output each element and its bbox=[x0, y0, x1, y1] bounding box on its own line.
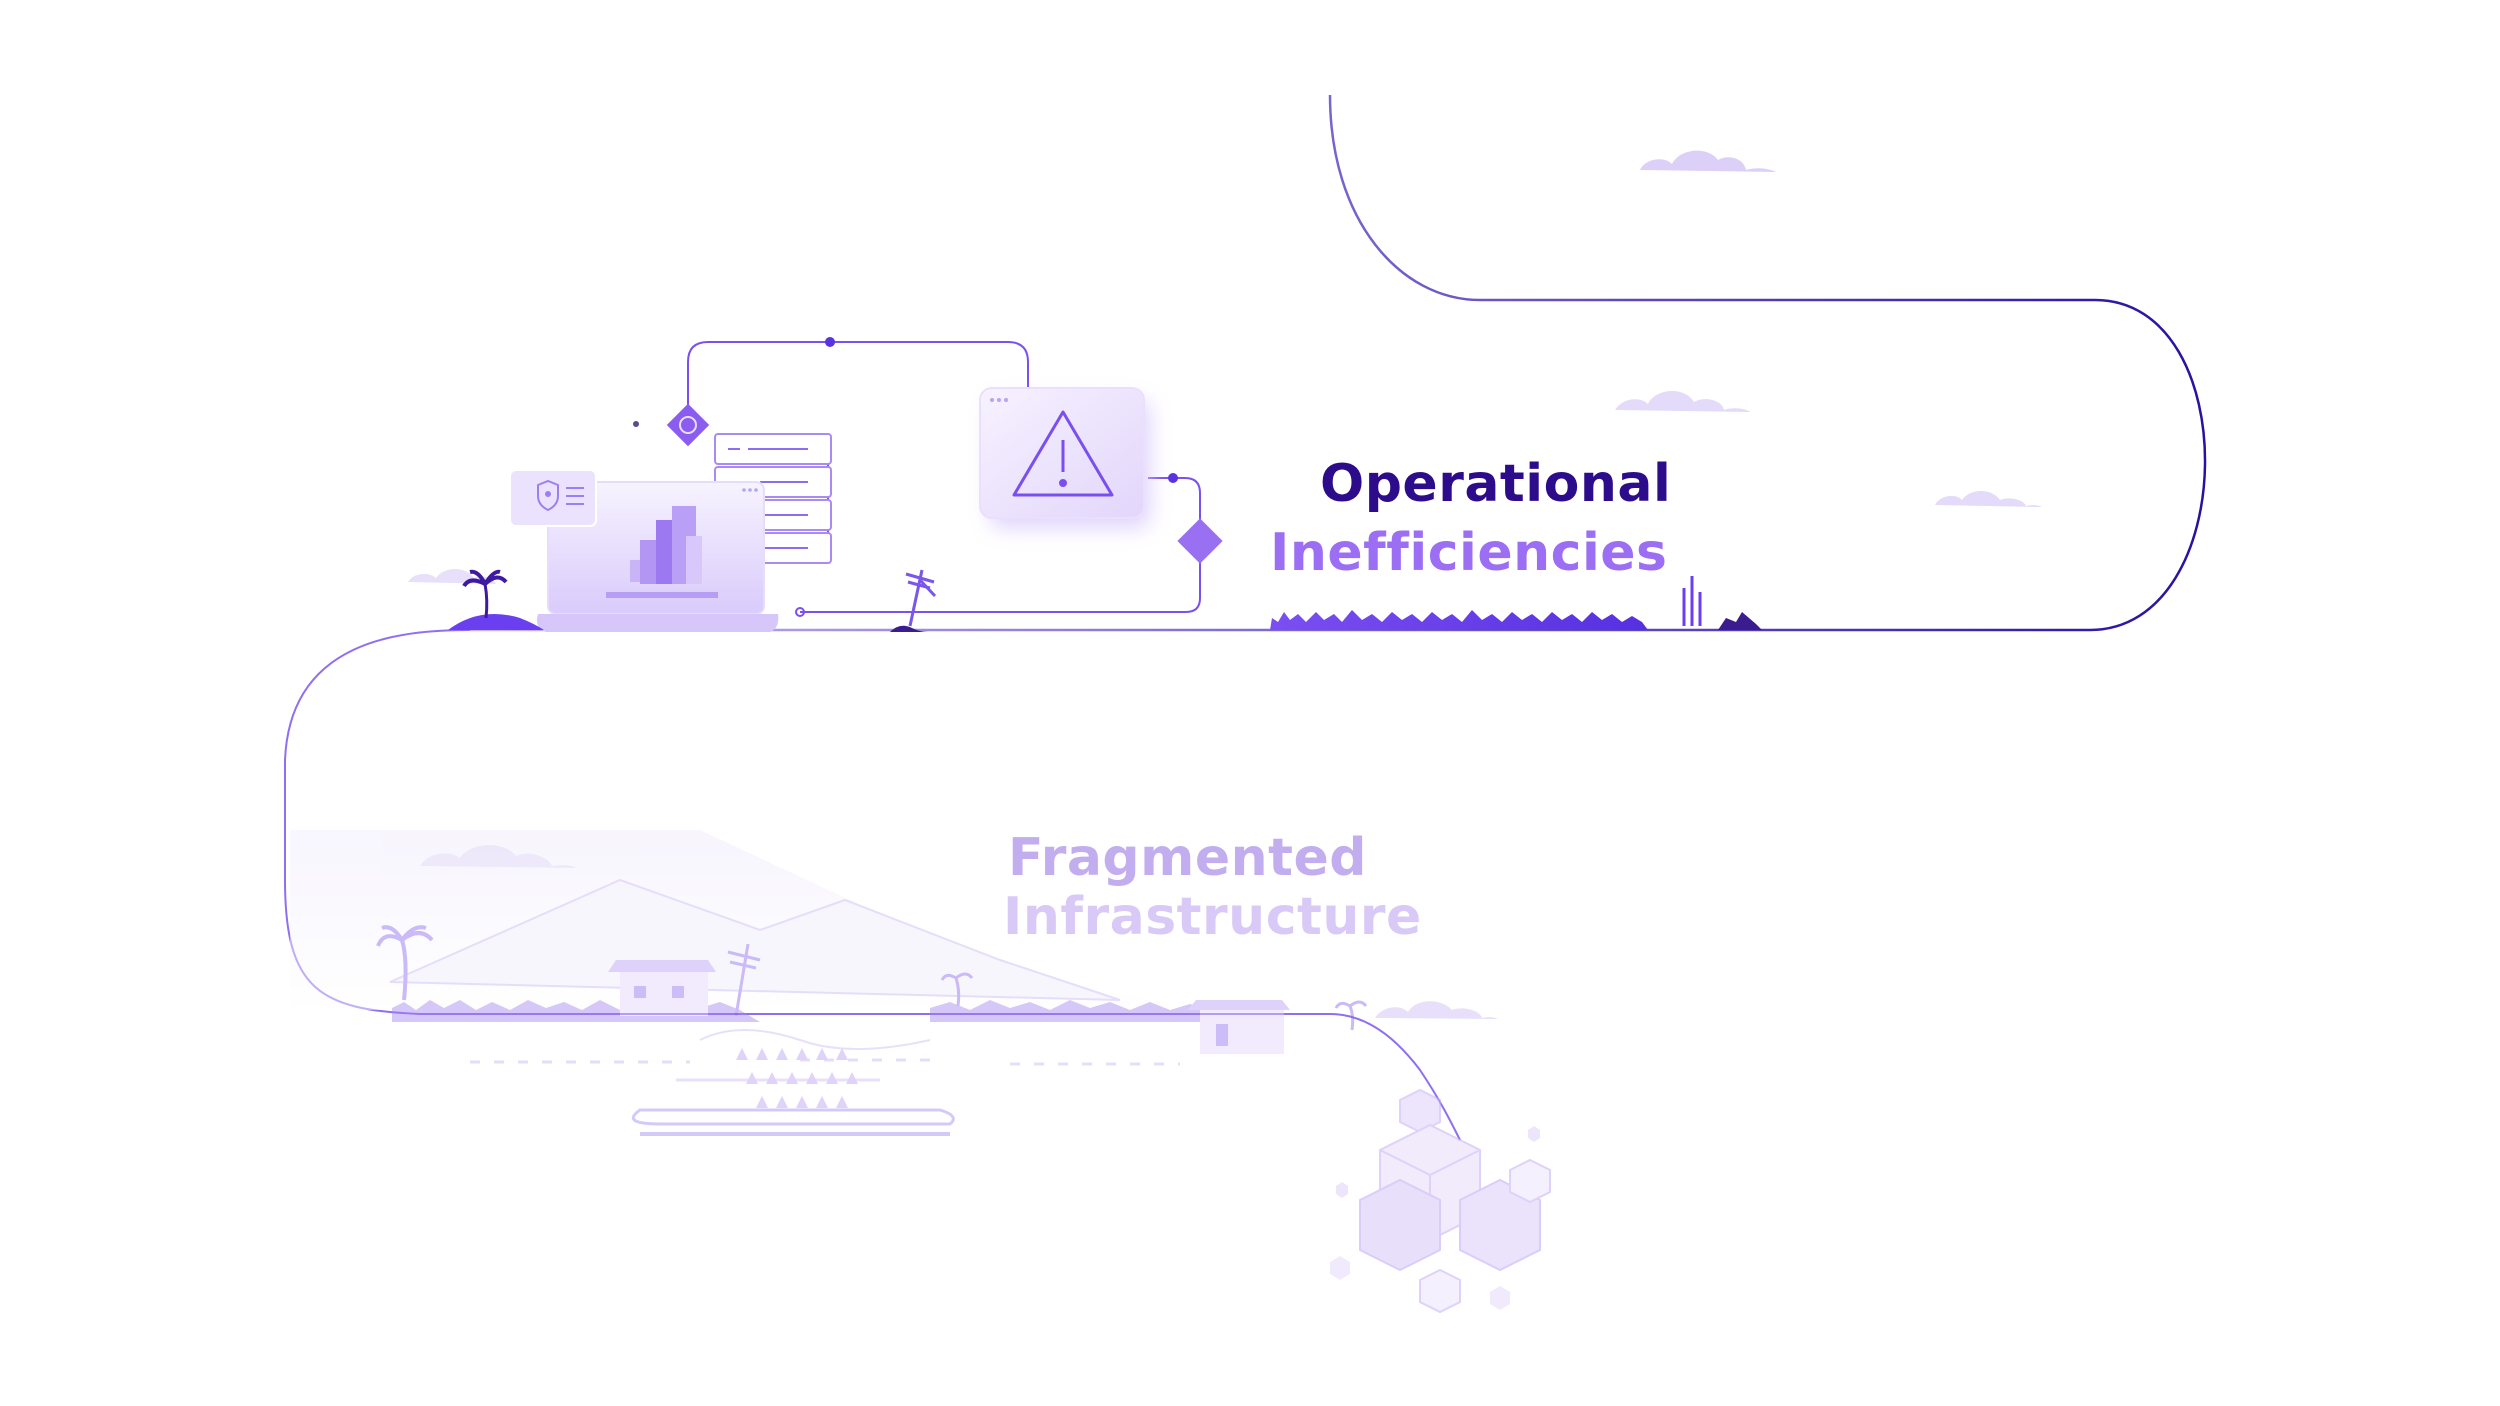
post-icon bbox=[1682, 576, 1702, 626]
connector-dot bbox=[825, 337, 835, 347]
shield-card bbox=[509, 469, 597, 527]
cloud-icon bbox=[1935, 491, 2042, 507]
building-icon bbox=[630, 506, 702, 584]
stage-title-line1: Operational bbox=[1320, 454, 1672, 514]
stage-title-line1: Fragmented bbox=[1008, 828, 1367, 888]
stage-title-line2: Infrastructure bbox=[1003, 887, 1422, 947]
utility-pole-icon bbox=[905, 569, 937, 627]
fragmented-landscape bbox=[290, 830, 1368, 1136]
cloud-icon bbox=[1375, 1001, 1498, 1019]
rock-icon bbox=[890, 625, 928, 632]
connector-dot bbox=[795, 607, 805, 617]
warning-icon bbox=[1012, 410, 1114, 497]
house-icon bbox=[1188, 1000, 1290, 1054]
shield-icon bbox=[537, 479, 559, 512]
utility-pole-icon bbox=[727, 943, 761, 1017]
palm-tree-icon bbox=[448, 569, 544, 630]
cube-icon bbox=[1330, 1088, 1551, 1314]
cloud-icon bbox=[1640, 150, 1776, 172]
connector-dot bbox=[633, 421, 639, 427]
house-icon bbox=[608, 960, 716, 1016]
rock-icon bbox=[1718, 612, 1762, 630]
connector-dot bbox=[1168, 473, 1178, 483]
server-lines bbox=[728, 448, 808, 549]
cloud-icon bbox=[1615, 390, 1750, 412]
grass-strip bbox=[1270, 610, 1648, 630]
diamond-node-icon bbox=[666, 403, 710, 447]
diamond-node-icon bbox=[1177, 518, 1223, 564]
field-plants bbox=[736, 1048, 858, 1108]
palm-tree-icon bbox=[940, 972, 1368, 1031]
palm-tree-icon bbox=[376, 925, 434, 1001]
stage-title-line2: Inefficiencies bbox=[1270, 523, 1668, 583]
